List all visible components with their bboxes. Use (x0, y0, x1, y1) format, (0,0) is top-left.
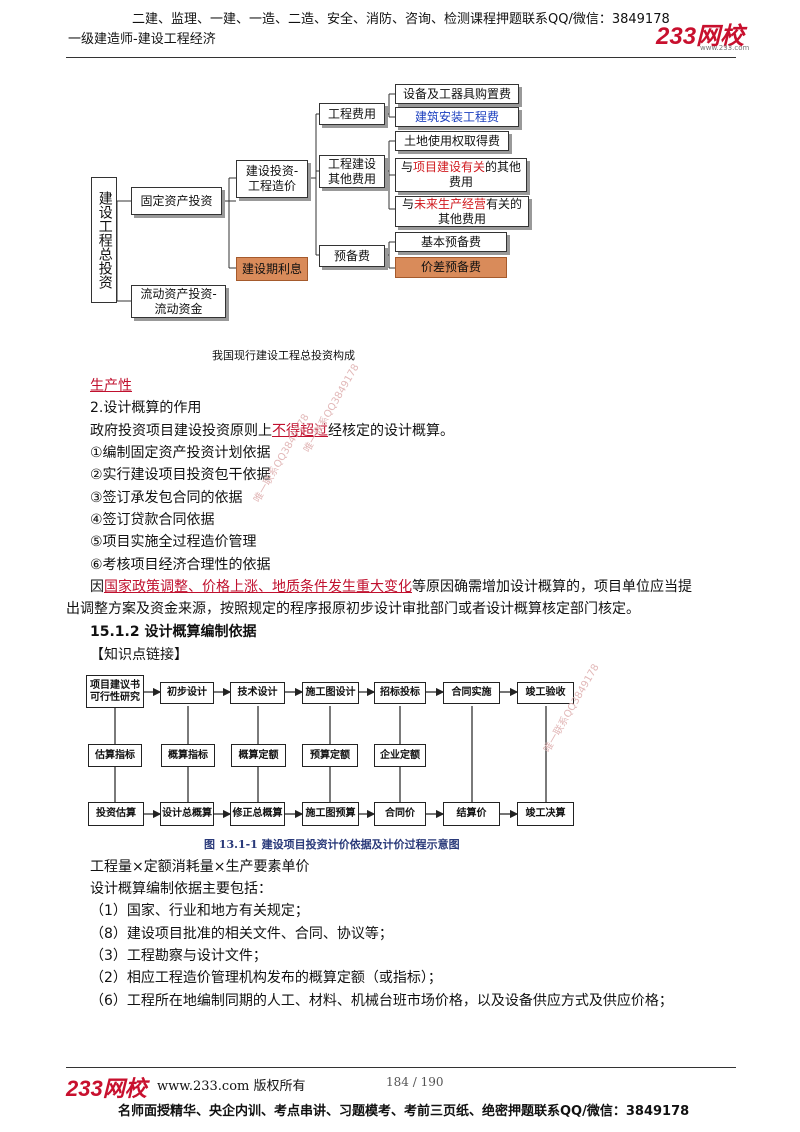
flow-price-revised-budget: 修正总概算 (230, 802, 285, 826)
formula-text: 工程量×定额消耗量×生产要素单价 (90, 859, 310, 875)
working-capital-box: 流动资产投资-流动资金 (131, 285, 226, 318)
land-fee-box: 土地使用权取得费 (395, 131, 509, 151)
header-contact-line: 二建、监理、一建、一造、二造、安全、消防、咨询、检测课程押题联系QQ/微信：38… (132, 12, 670, 27)
flow-norm-estimate-index: 估算指标 (88, 744, 142, 767)
productivity-text: 生产性 (90, 378, 132, 394)
basic-reserve-label: 基本预备费 (420, 234, 481, 249)
engineering-fee-label: 工程费用 (327, 106, 376, 121)
project-related-fee-box: 与项目建设有关的其他费用 (395, 158, 527, 192)
basis-item: （8）建设项目批准的相关文件、合同、协议等； (90, 926, 393, 942)
price-reserve-box: 价差预备费 (395, 257, 507, 278)
list-item: ②实行建设项目投资包干依据 (90, 467, 271, 483)
paragraph-adjustment-cont: 出调整方案及资金来源，按照规定的程序报原初步设计审批部门或者设计概算核定部门核定… (66, 601, 640, 617)
pricing-flow-connectors (114, 687, 547, 819)
list-item: ③签订承发包合同的依据 (90, 490, 243, 506)
paragraph-principle: 政府投资项目建设投资原则上不得超过经核定的设计概算。 (90, 423, 454, 439)
fixed-asset-label: 固定资产投资 (140, 193, 213, 208)
flow-price-contract-price: 合同价 (374, 802, 426, 826)
flow-step-feasibility: 项目建议书可行性研究 (86, 675, 144, 708)
future-ops-fee-label: 与未来生产经营有关的其他费用 (401, 196, 523, 226)
flow-norm-budget-quota: 概算定额 (231, 744, 286, 767)
flow-norm-prebudget-quota: 预算定额 (302, 744, 358, 767)
engineering-fee-box: 工程费用 (319, 103, 385, 125)
reserve-fee-label: 预备费 (333, 248, 370, 263)
flow-norm-budget-index: 概算指标 (161, 744, 215, 767)
basis-item: （1）国家、行业和地方有关规定； (90, 903, 309, 919)
heading-design-estimate-role: 2.设计概算的作用 (90, 400, 202, 416)
other-fee-label: 工程建设其他费用 (327, 156, 376, 186)
list-item: ⑥考核项目经济合理性的依据 (90, 557, 271, 573)
diagram1-caption: 我国现行建设工程总投资构成 (212, 349, 355, 362)
header-divider (66, 57, 736, 58)
basis-title: 设计概算编制依据主要包括： (90, 881, 272, 897)
reserve-fee-box: 预备费 (319, 245, 385, 267)
flow-norm-enterprise-quota: 企业定额 (374, 744, 426, 767)
interest-box: 建设期利息 (236, 257, 308, 281)
flow-price-investment-estimate: 投资估算 (88, 802, 144, 826)
flow-step-preliminary-design: 初步设计 (160, 682, 214, 704)
flow-caption: 图 13.1-1 建设项目投资计价依据及计价过程示意图 (204, 838, 460, 851)
list-item: ⑤项目实施全过程造价管理 (90, 534, 257, 550)
list-item: ①编制固定资产投资计划依据 (90, 445, 271, 461)
knowledge-link: 【知识点链接】 (90, 647, 188, 663)
flow-step-contract-implementation: 合同实施 (443, 682, 500, 704)
footer-divider (66, 1067, 736, 1068)
other-fee-box: 工程建设其他费用 (319, 155, 385, 188)
project-related-fee-label: 与项目建设有关的其他费用 (400, 160, 522, 189)
future-ops-fee-box: 与未来生产经营有关的其他费用 (395, 196, 529, 227)
installation-fee-box: 建筑安装工程费 (395, 107, 519, 127)
equipment-fee-label: 设备及工器具购置费 (402, 86, 511, 101)
brand-url: www.233.com (700, 44, 750, 52)
flow-price-final-accounts: 竣工决算 (517, 802, 574, 826)
flow-price-settlement-price: 结算价 (443, 802, 500, 826)
working-capital-label: 流动资产投资-流动资金 (140, 286, 217, 316)
flow-step-technical-design: 技术设计 (230, 682, 285, 704)
basic-reserve-box: 基本预备费 (395, 232, 507, 252)
total-investment-label: 建设工程总投资 (96, 191, 113, 289)
interest-label: 建设期利息 (241, 261, 302, 276)
flow-step-completion-acceptance: 竣工验收 (517, 682, 574, 704)
document-subtitle: 一级建造师-建设工程经济 (68, 32, 216, 47)
equipment-fee-box: 设备及工器具购置费 (395, 84, 519, 104)
basis-item: （2）相应工程造价管理机构发布的概算定额（或指标）； (90, 970, 442, 986)
brand-logo: 233网校 (656, 23, 745, 50)
investment-tree-connectors (116, 93, 395, 302)
basis-item: （6）工程所在地编制同期的人工、材料、机械台班市场价格，以及设备供应方式及供应价… (90, 993, 673, 1009)
page-number: 184 / 190 (386, 1075, 444, 1089)
fixed-asset-box: 固定资产投资 (131, 187, 222, 215)
footer-contact-line: 名师面授精华、央企内训、考点串讲、习题模考、考前三页纸、绝密押题联系QQ/微信：… (118, 1104, 690, 1119)
flow-price-total-budget: 设计总概算 (160, 802, 214, 826)
footer-copyright: www.233.com 版权所有 (157, 1079, 306, 1094)
price-reserve-label: 价差预备费 (420, 260, 481, 274)
section-heading: 15.1.2 设计概算编制依据 (90, 624, 257, 640)
installation-fee-label: 建筑安装工程费 (414, 109, 499, 124)
paragraph-adjustment: 因国家政策调整、价格上涨、地质条件发生重大变化等原因确需增加设计概算的，项目单位… (90, 579, 692, 595)
flow-step-bidding: 招标投标 (374, 682, 426, 704)
land-fee-label: 土地使用权取得费 (403, 133, 500, 148)
basis-item: （3）工程勘察与设计文件； (90, 948, 267, 964)
footer-logo: 233网校 (66, 1076, 147, 1101)
flow-price-drawing-budget: 施工图预算 (302, 802, 359, 826)
construction-investment-box: 建设投资-工程造价 (236, 160, 308, 198)
construction-investment-label: 建设投资-工程造价 (245, 164, 299, 193)
list-item: ④签订贷款合同依据 (90, 512, 215, 528)
total-investment-box: 建设工程总投资 (91, 177, 117, 303)
flow-step-construction-drawing: 施工图设计 (302, 682, 359, 704)
